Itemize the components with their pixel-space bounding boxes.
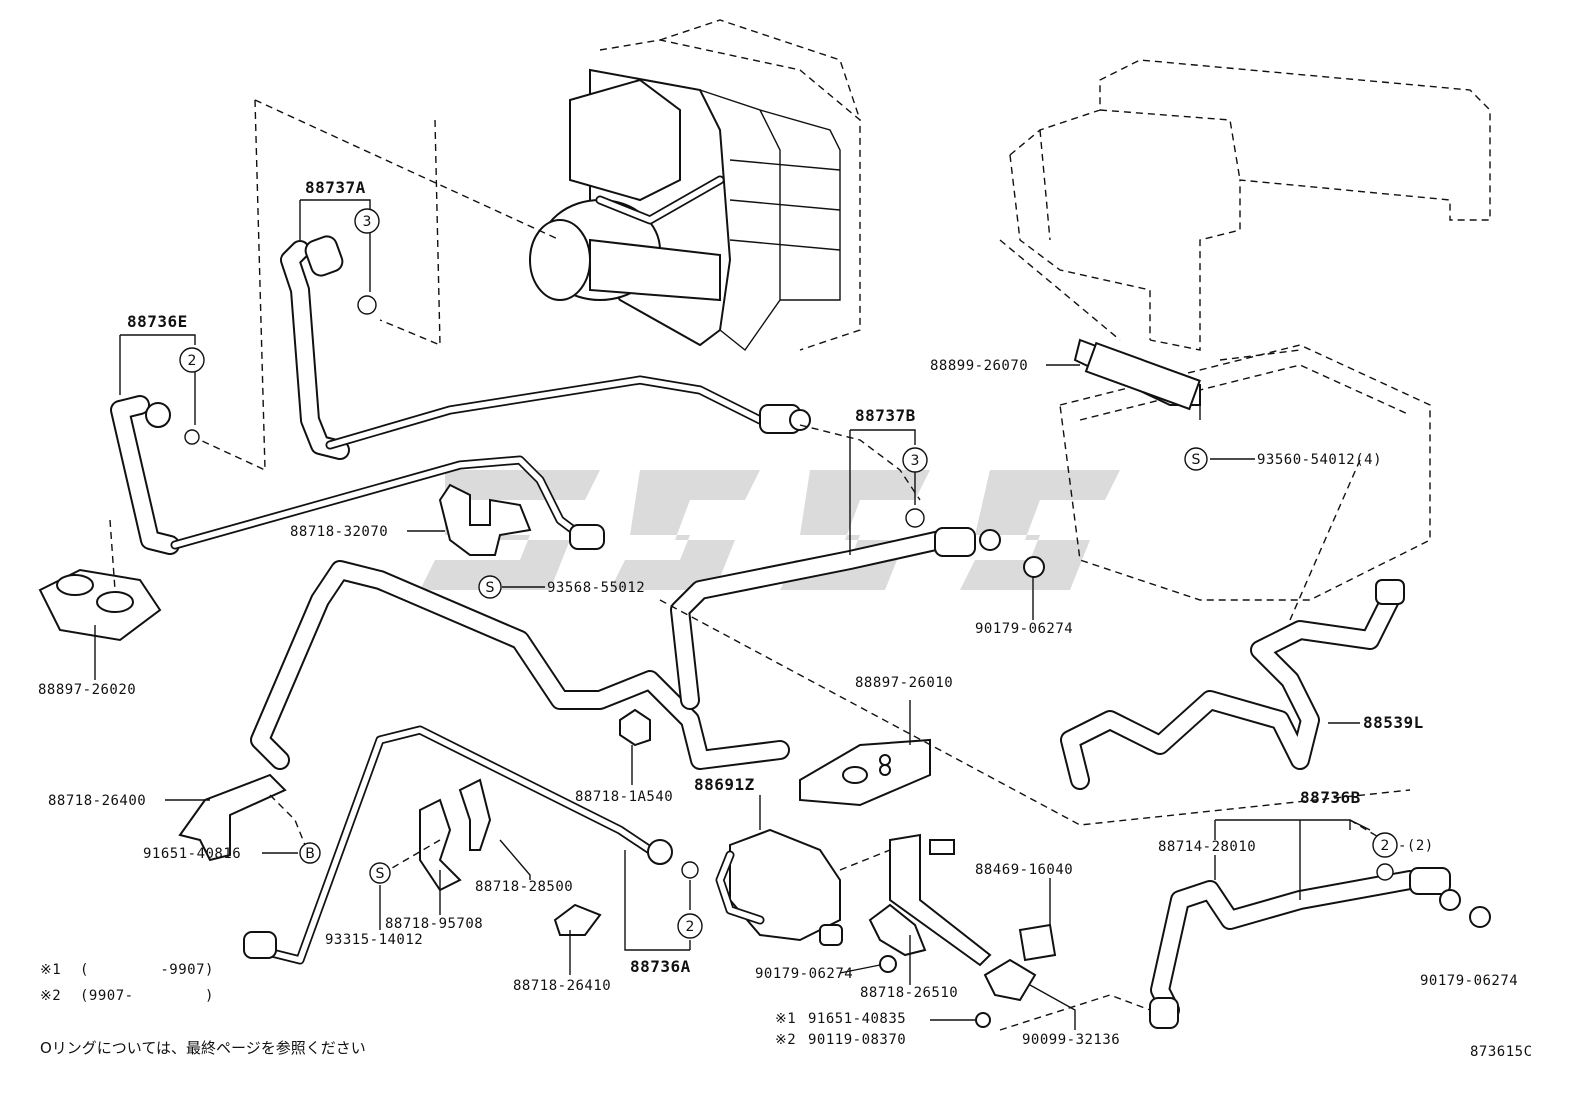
label-88718-26510: 88718-26510: [860, 985, 958, 1001]
note-1-mark: ※1: [40, 962, 61, 978]
callout-3-b: 3: [911, 453, 920, 469]
label-88737A: 88737A: [305, 178, 366, 197]
leader-lines: [94, 199, 1371, 1030]
label-93560-54012: 93560-54012(4): [1257, 452, 1382, 468]
pipe-main-88737A: [325, 375, 811, 450]
hose-88737A: [280, 235, 350, 460]
label-ref-mark-1: ※1: [775, 1011, 796, 1027]
label-88718-1A540: 88718-1A540: [575, 789, 673, 805]
label-90099-32136: 90099-32136: [1022, 1032, 1120, 1048]
clamp-88718-26410: [553, 903, 602, 936]
note-2-mark: ※2: [40, 988, 61, 1004]
label-90179-06274-c: 90179-06274: [755, 966, 853, 982]
callout-3-a: 3: [363, 214, 372, 230]
label-88718-28500: 88718-28500: [475, 879, 573, 895]
battery-cover: [1009, 59, 1491, 351]
nuts: [879, 556, 1491, 1028]
oring-note: Oリングについては、最終ページを参照ください: [40, 1039, 366, 1057]
callout-s-3: S: [376, 866, 385, 882]
label-90179-06274-b: 90179-06274: [1420, 973, 1518, 989]
label-93568-55012: 93568-55012: [547, 580, 645, 596]
bracket-88718-26510: [868, 833, 992, 967]
hose-88736E: [110, 395, 605, 555]
label-88718-32070: 88718-32070: [290, 524, 388, 540]
label-88691Z: 88691Z: [694, 775, 755, 794]
clamp-88718-26400: [178, 773, 287, 862]
label-88897-26020: 88897-26020: [38, 682, 136, 698]
grommet-88897-26020: [38, 568, 162, 642]
label-90119-08370: 90119-08370: [808, 1032, 906, 1048]
label-88899-26070: 88899-26070: [930, 358, 1028, 374]
reference-callouts: 3 2 3 2 2 -(2) S S S B: [179, 208, 1434, 939]
bracket-88899-26070: [1084, 341, 1201, 411]
assembly-lines: [109, 99, 1411, 1031]
clamp-88718-32070: [438, 483, 532, 556]
callout-2-c: 2: [1381, 838, 1390, 854]
clamps-88718-28500: [419, 778, 492, 892]
label-91651-40816: 91651-40816: [143, 846, 241, 862]
hose-88539L: [1060, 579, 1405, 790]
note-2-range: (9907- ): [80, 988, 214, 1004]
label-88718-26400: 88718-26400: [48, 793, 146, 809]
callout-2-c-qty: -(2): [1398, 838, 1434, 854]
note-1-range: ( -9907): [80, 962, 214, 978]
notes: ※1 ( -9907) ※2 (9907- ) Oリングについては、最終ページを…: [40, 962, 1533, 1060]
callout-s-1: S: [1192, 452, 1201, 468]
callout-2-b: 2: [686, 919, 695, 935]
label-88718-95708: 88718-95708: [385, 916, 483, 932]
label-88736A: 88736A: [630, 957, 691, 976]
bolt-88469-16040: [929, 839, 1057, 962]
label-90179-06274-a: 90179-06274: [975, 621, 1073, 637]
pipe-88737B: [250, 527, 1001, 770]
label-93315-14012: 93315-14012: [325, 932, 423, 948]
cushion-90099-32136: [983, 958, 1037, 1002]
label-88897-26010: 88897-26010: [855, 675, 953, 691]
callout-2-a: 2: [188, 353, 197, 369]
label-88469-16040: 88469-16040: [975, 862, 1073, 878]
grommet-88897-26010: [799, 738, 931, 807]
label-ref-mark-2: ※2: [775, 1032, 796, 1048]
clamp-88718-1A540: [619, 708, 651, 747]
pipe-88736B: [1149, 867, 1461, 1029]
label-88736E: 88736E: [127, 312, 188, 331]
label-88714-28010: 88714-28010: [1158, 839, 1256, 855]
label-88539L: 88539L: [1363, 713, 1424, 732]
label-88737B: 88737B: [855, 406, 916, 425]
label-91651-40835: 91651-40835: [808, 1011, 906, 1027]
heater-unit: [529, 19, 861, 352]
callout-s-2: S: [486, 580, 495, 596]
label-88718-26410: 88718-26410: [513, 978, 611, 994]
callout-b: B: [305, 846, 315, 862]
pipe-88736A: [243, 725, 673, 965]
label-88736B: 88736B: [1300, 788, 1361, 807]
valve-88691Z: [715, 828, 843, 946]
part-labels: 88737A 88736E 88899-26070 88737B 93560-5…: [38, 178, 1518, 1048]
figure-code: 873615C: [1470, 1044, 1533, 1060]
